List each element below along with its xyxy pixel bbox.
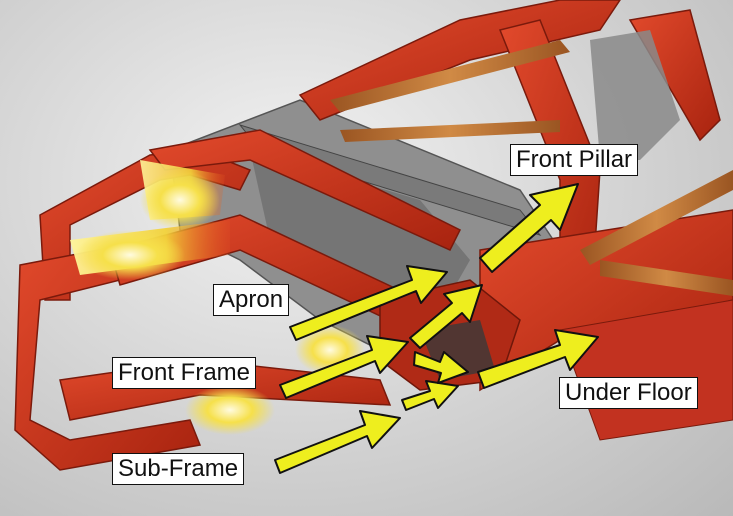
- crossbar-right-1: [580, 170, 733, 265]
- load-path-arrows: [274, 183, 599, 474]
- cabin-inner-gray: [590, 30, 680, 160]
- arrow-icon: [409, 284, 483, 349]
- sub-frame-label: Sub-Frame: [112, 453, 245, 485]
- arrow-icon: [477, 329, 599, 389]
- front-frame-label: Front Frame: [112, 357, 257, 389]
- arrow-icon: [279, 335, 409, 399]
- crossbar-upper-1: [330, 40, 570, 112]
- impact-hotspot-upper: [140, 170, 220, 230]
- crossbar-right-2: [600, 260, 733, 296]
- arrow-icon: [274, 410, 401, 474]
- front-pillar-label: Front Pillar: [510, 144, 639, 176]
- arrow-icon: [401, 380, 459, 411]
- arrow-icon: [413, 351, 469, 384]
- crossbar-upper-2: [340, 120, 560, 142]
- impact-hotspot-mid: [75, 230, 185, 280]
- arrow-icon: [289, 265, 448, 341]
- under-floor-label: Under Floor: [559, 377, 698, 409]
- impact-hotspot-lower: [185, 385, 275, 435]
- apron-label: Apron: [213, 284, 290, 316]
- arrow-icon: [479, 183, 579, 273]
